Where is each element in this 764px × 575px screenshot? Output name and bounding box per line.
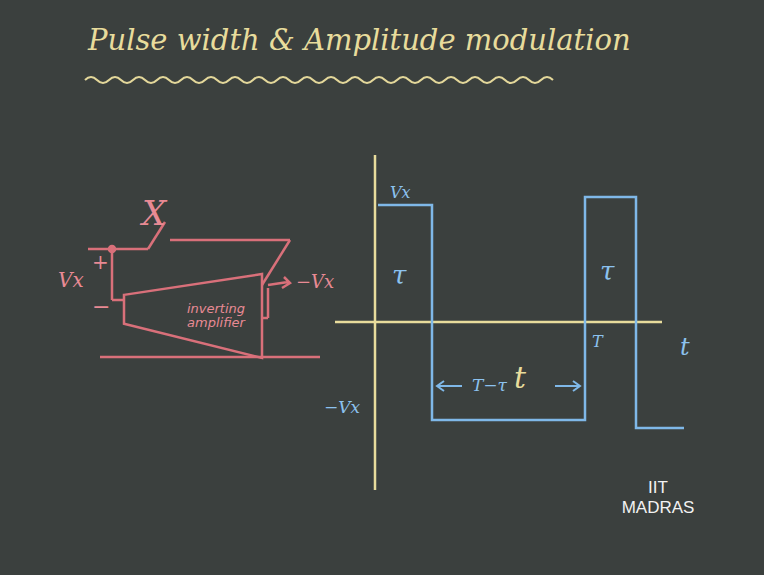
pulse-width-label: τ: [600, 258, 614, 284]
polarity-sign: −: [92, 296, 110, 318]
amplifier-label: inverting amplifier: [176, 302, 256, 331]
circuit-wires: [88, 222, 320, 357]
polarity-sign: +: [92, 252, 109, 272]
axis-label: t: [512, 362, 528, 394]
dimension-arrows: [437, 381, 580, 391]
watermark: IIT MADRAS: [618, 478, 698, 519]
period-label: T: [590, 333, 605, 351]
amplifier-symbol: inverting amplifier: [120, 268, 270, 364]
axis-label: t: [678, 334, 692, 360]
amplitude-label: Vx: [388, 184, 413, 202]
title: Pulse width & Amplitude modulation: [88, 26, 631, 55]
signal-name: −Vx: [296, 273, 334, 291]
amplitude-label: −Vx: [322, 398, 362, 417]
dimension-label: T−τ: [472, 377, 507, 394]
switch-label: X: [142, 196, 166, 230]
pulse-waveform: [378, 197, 684, 428]
pulse-width-label: τ: [392, 262, 406, 288]
title-underline: [85, 77, 553, 83]
signal-name: Vx: [58, 270, 84, 290]
